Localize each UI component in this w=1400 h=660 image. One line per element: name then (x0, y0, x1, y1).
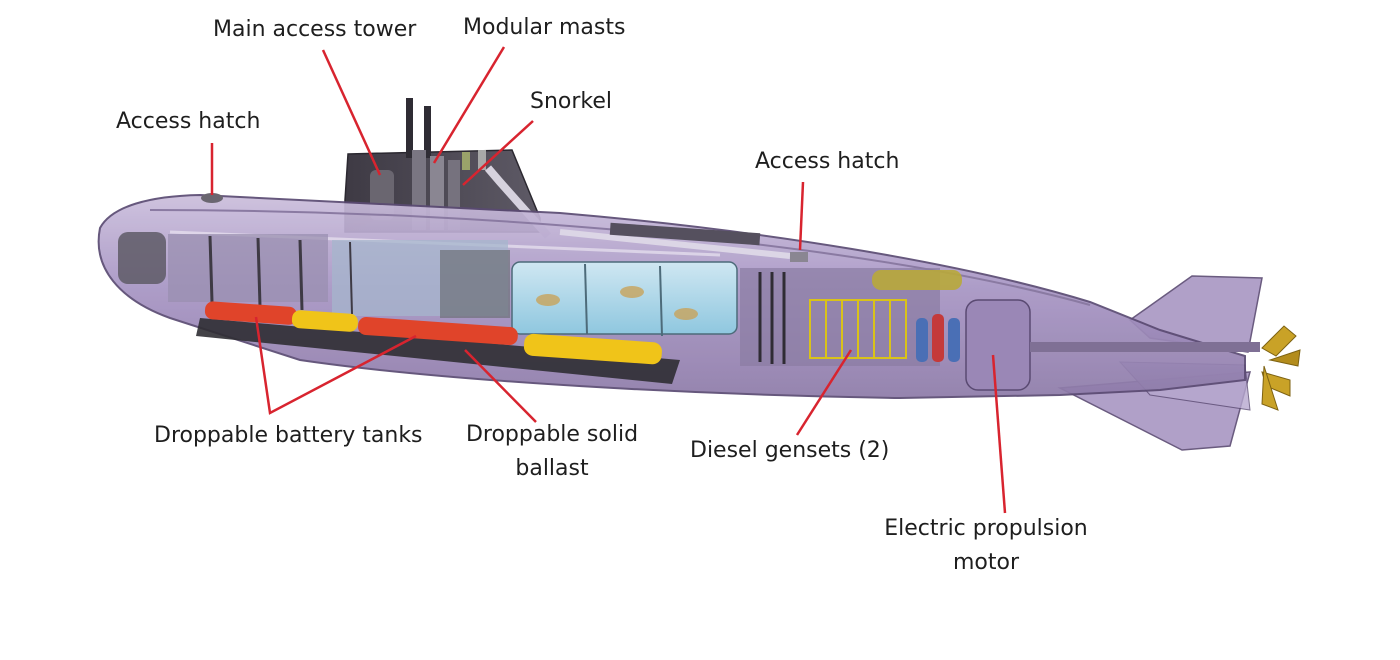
label-electric-propulsion-motor-line2: motor (952, 550, 1020, 575)
leader-diesel-gensets (795, 349, 853, 436)
fore-hatch (201, 193, 223, 203)
leader-snorkel (462, 120, 534, 186)
motor-and-shaft (965, 299, 1260, 391)
leader-electric-motor (991, 354, 1007, 514)
label-main-access-tower: Main access tower (213, 17, 417, 42)
label-access-hatch-fore: Access hatch (116, 109, 261, 134)
label-droppable-solid-ballast: Droppable solid ballast (452, 418, 652, 486)
leader-solid-ballast (464, 349, 537, 423)
leader-modular-masts (432, 46, 506, 164)
battery-tanks (204, 301, 518, 346)
solid-ballast (291, 310, 662, 365)
keel-mesh (196, 318, 680, 384)
leader-main-access-tower (321, 49, 382, 176)
label-droppable-battery-tanks: Droppable battery tanks (154, 423, 423, 448)
forward-compartments (118, 232, 510, 318)
label-electric-propulsion-motor-line1: Electric propulsion (884, 516, 1088, 541)
label-access-hatch-aft: Access hatch (755, 149, 900, 174)
propeller (1261, 325, 1301, 411)
label-diesel-gensets: Diesel gensets (2) (690, 438, 890, 463)
leader-battery-tanks (254, 316, 417, 415)
label-modular-masts: Modular masts (463, 15, 626, 40)
label-droppable-solid-ballast-line2: ballast (515, 456, 589, 481)
habitat-compartments (511, 261, 738, 337)
label-snorkel: Snorkel (530, 89, 613, 114)
leader-access-hatch-aft (798, 181, 805, 251)
label-droppable-solid-ballast-line1: Droppable solid (465, 422, 639, 447)
engine-room (740, 268, 962, 366)
label-electric-propulsion-motor: Electric propulsion motor (868, 512, 1104, 580)
aft-hatch (790, 252, 808, 262)
